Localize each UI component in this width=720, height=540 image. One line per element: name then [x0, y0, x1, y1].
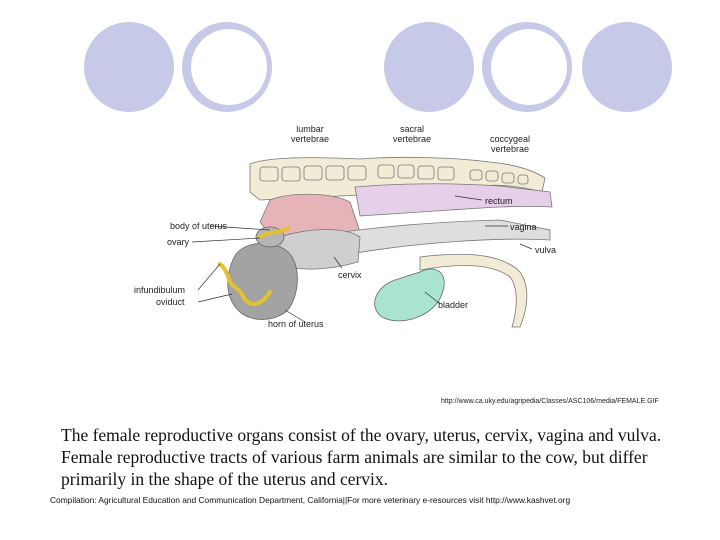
label-cervix: cervix: [338, 270, 362, 280]
oviduct-shape: [218, 262, 272, 307]
oviduct-shape: [258, 226, 290, 239]
label-sacral-vertebrae: vertebrae: [393, 134, 431, 144]
label-horn-of-uterus: horn of uterus: [268, 319, 324, 329]
decorative-circle: [84, 22, 174, 112]
decorative-ring: [182, 22, 272, 112]
footer-credit: Compilation: Agricultural Education and …: [50, 495, 571, 505]
vertebral-column: [249, 156, 546, 201]
decorative-circle: [384, 22, 474, 112]
rectum-shape: [354, 183, 553, 217]
uterine-horn-shape: [227, 242, 298, 320]
leader-lines: [191, 195, 533, 323]
label-ovary: ovary: [167, 237, 190, 247]
decorative-ring: [482, 22, 572, 112]
label-vagina: vagina: [510, 222, 537, 232]
label-lumbar-vertebrae: vertebrae: [291, 134, 329, 144]
label-bladder: bladder: [438, 300, 468, 310]
label-rectum: rectum: [485, 196, 513, 206]
body-paragraph: The female reproductive organs consist o…: [61, 425, 662, 489]
image-source-url: http://www.ca.uky.edu/agripedia/Classes/…: [441, 398, 659, 405]
label-infundibulum: infundibulum: [134, 285, 185, 295]
pelvic-bone: [419, 253, 528, 328]
label-vulva: vulva: [535, 245, 556, 255]
label-body-of-uterus: body of uterus: [170, 221, 228, 231]
decorative-circle: [582, 22, 672, 112]
label-lumbar-vertebrae: lumbar: [296, 124, 324, 134]
label-coccygeal-vertebrae: vertebrae: [491, 144, 529, 154]
label-sacral-vertebrae: sacral: [400, 124, 424, 134]
label-oviduct: oviduct: [156, 297, 185, 307]
bladder-shape: [374, 268, 445, 322]
label-coccygeal-vertebrae: coccygeal: [490, 134, 530, 144]
